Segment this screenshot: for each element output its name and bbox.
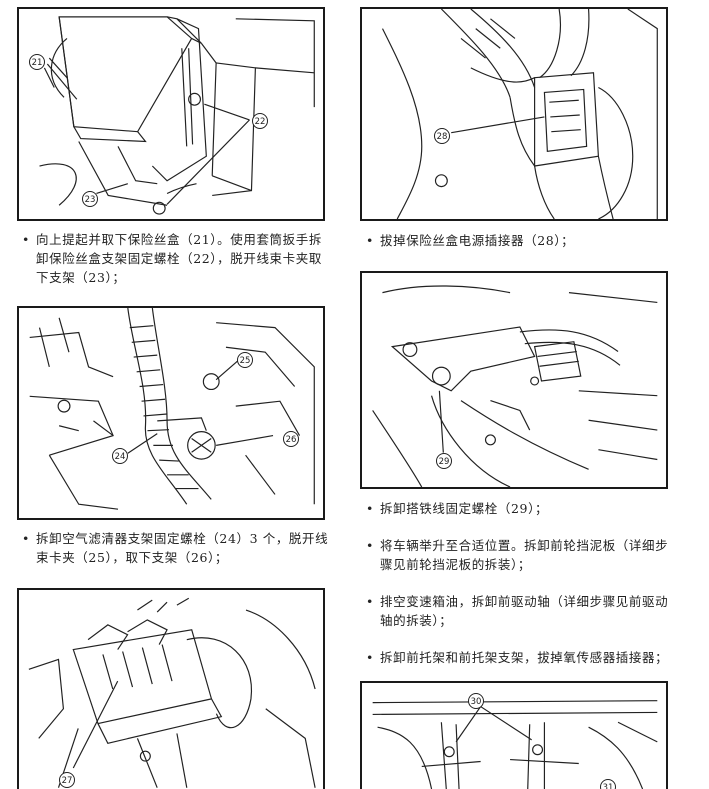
step-remove-ground-strap: • 拆卸搭铁线固定螺栓（29）； <box>366 499 676 518</box>
ground-strap-illustration <box>372 285 658 487</box>
oxygen-sensor-illustration <box>372 700 658 789</box>
callout-22: 22 <box>252 113 268 129</box>
figure-ground-strap: 29 <box>360 271 668 489</box>
step-remove-air-filter-bracket-text: 拆卸空气滤清器支架固定螺栓（24）3 个，脱开线束卡夹（25），取下支架（26）… <box>36 531 329 565</box>
power-connector-illustration <box>381 9 658 219</box>
callout-28: 28 <box>434 128 450 144</box>
step-remove-subframe-text: 拆卸前托架和前托架支架，拔掉氧传感器插接器； <box>380 650 669 665</box>
step-unplug-power-connector-text: 拔掉保险丝盒电源插接器（28）； <box>380 233 575 248</box>
step-drain-transmission-oil: • 排空变速箱油，拆卸前驱动轴（详细步骤见前驱动轴的拆装）； <box>366 592 676 630</box>
bullet-dot: • <box>366 501 374 516</box>
air-filter-bracket-illustration <box>29 308 315 510</box>
callout-31: 31 <box>600 779 616 789</box>
step-drain-transmission-oil-text: 排空变速箱油，拆卸前驱动轴（详细步骤见前驱动轴的拆装）； <box>380 594 669 628</box>
step-remove-ground-strap-text: 拆卸搭铁线固定螺栓（29）； <box>380 501 549 516</box>
bullet-dot: • <box>22 531 30 546</box>
bullet-dot: • <box>366 594 374 609</box>
callout-24: 24 <box>112 448 128 464</box>
step-lift-vehicle: • 将车辆举升至合适位置。拆卸前轮挡泥板（详细步骤见前轮挡泥板的拆装）； <box>366 536 676 574</box>
fuse-box-illustration <box>39 16 315 215</box>
callout-30: 30 <box>468 693 484 709</box>
callout-25: 25 <box>237 352 253 368</box>
bullet-dot: • <box>366 650 374 665</box>
figure-fuse-box-removal: 21 22 23 <box>17 7 325 221</box>
step-remove-subframe: • 拆卸前托架和前托架支架，拔掉氧传感器插接器； <box>366 648 676 667</box>
figure-air-filter-bracket: 25 26 24 <box>17 306 325 520</box>
step-lift-vehicle-text: 将车辆举升至合适位置。拆卸前轮挡泥板（详细步骤见前轮挡泥板的拆装）； <box>380 538 669 572</box>
callout-27: 27 <box>59 772 75 788</box>
figure-power-connector: 28 <box>360 7 668 221</box>
callout-26: 26 <box>283 431 299 447</box>
bullet-dot: • <box>366 233 374 248</box>
bullet-dot: • <box>366 538 374 553</box>
figure-oxygen-sensor: 30 31 <box>360 681 668 789</box>
figure-ecu-connector: 27 <box>17 588 325 789</box>
step-remove-fuse-box-text: 向上提起并取下保险丝盒（21）。使用套筒扳手拆卸保险丝盒支架固定螺栓（22），脱… <box>36 232 322 285</box>
step-remove-fuse-box: • 向上提起并取下保险丝盒（21）。使用套筒扳手拆卸保险丝盒支架固定螺栓（22）… <box>22 230 330 287</box>
bullet-dot: • <box>22 232 30 247</box>
callout-23: 23 <box>82 191 98 207</box>
callout-29: 29 <box>436 453 452 469</box>
step-unplug-power-connector: • 拔掉保险丝盒电源插接器（28）； <box>366 231 676 250</box>
ecu-connector-illustration <box>28 597 316 788</box>
step-remove-air-filter-bracket: • 拆卸空气滤清器支架固定螺栓（24）3 个，脱开线束卡夹（25），取下支架（2… <box>22 529 330 567</box>
callout-21: 21 <box>29 54 45 70</box>
